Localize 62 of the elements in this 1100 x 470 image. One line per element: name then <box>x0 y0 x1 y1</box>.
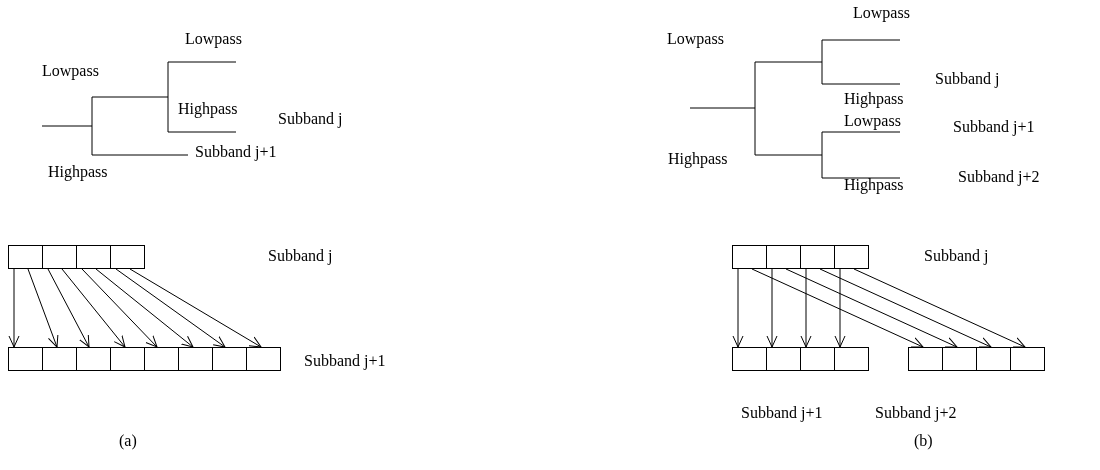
arrow <box>115 268 226 348</box>
subband-label: Subband j <box>924 247 989 265</box>
subband-label: Subband j <box>278 110 343 128</box>
array-cell <box>908 347 943 371</box>
subband-label: Subband j <box>935 70 1000 88</box>
subband-label: Subband j+1 <box>304 352 386 370</box>
array-cell <box>834 347 869 371</box>
array-cell <box>766 347 801 371</box>
array-cell <box>246 347 281 371</box>
arrow <box>27 268 59 348</box>
arrow <box>732 268 744 348</box>
arrow <box>95 268 194 348</box>
subband-label: Subband j+1 <box>195 143 277 161</box>
arrow <box>785 268 958 348</box>
array-cell <box>942 347 977 371</box>
arrow <box>819 268 992 348</box>
filter-label: Highpass <box>178 100 238 118</box>
arrow <box>81 268 158 348</box>
arrow <box>129 268 262 348</box>
filter-label: Lowpass <box>844 112 901 130</box>
array-cell <box>976 347 1011 371</box>
filter-label: Highpass <box>844 90 904 108</box>
arrow <box>766 268 778 348</box>
arrow <box>8 268 20 348</box>
arrow <box>751 268 924 348</box>
filter-label: Highpass <box>844 176 904 194</box>
array-cell <box>834 245 869 269</box>
arrow <box>800 268 812 348</box>
panel-label: (a) <box>119 432 137 450</box>
array-cell <box>8 347 43 371</box>
arrow <box>834 268 846 348</box>
filter-label: Lowpass <box>42 62 99 80</box>
array-cell <box>76 245 111 269</box>
array-cell <box>8 245 43 269</box>
subband-label: Subband j+1 <box>953 118 1035 136</box>
filter-label: Highpass <box>48 163 108 181</box>
array-cell <box>178 347 213 371</box>
array-cell <box>144 347 179 371</box>
array-cell <box>110 245 145 269</box>
array-cell <box>42 347 77 371</box>
subband-label: Subband j+1 <box>741 404 823 422</box>
filter-label: Lowpass <box>853 4 910 22</box>
subband-label: Subband j <box>268 247 333 265</box>
array-cell <box>42 245 77 269</box>
arrow <box>47 268 90 348</box>
array-cell <box>800 347 835 371</box>
array-cell <box>732 245 767 269</box>
array-cell <box>76 347 111 371</box>
filter-label: Lowpass <box>667 30 724 48</box>
array-cell <box>800 245 835 269</box>
arrow <box>61 268 126 348</box>
array-cell <box>732 347 767 371</box>
panel-label: (b) <box>914 432 933 450</box>
array-cell <box>110 347 145 371</box>
arrow <box>853 268 1026 348</box>
array-cell <box>1010 347 1045 371</box>
subband-label: Subband j+2 <box>875 404 957 422</box>
filter-label: Highpass <box>668 150 728 168</box>
array-cell <box>212 347 247 371</box>
subband-label: Subband j+2 <box>958 168 1040 186</box>
filter-label: Lowpass <box>185 30 242 48</box>
array-cell <box>766 245 801 269</box>
